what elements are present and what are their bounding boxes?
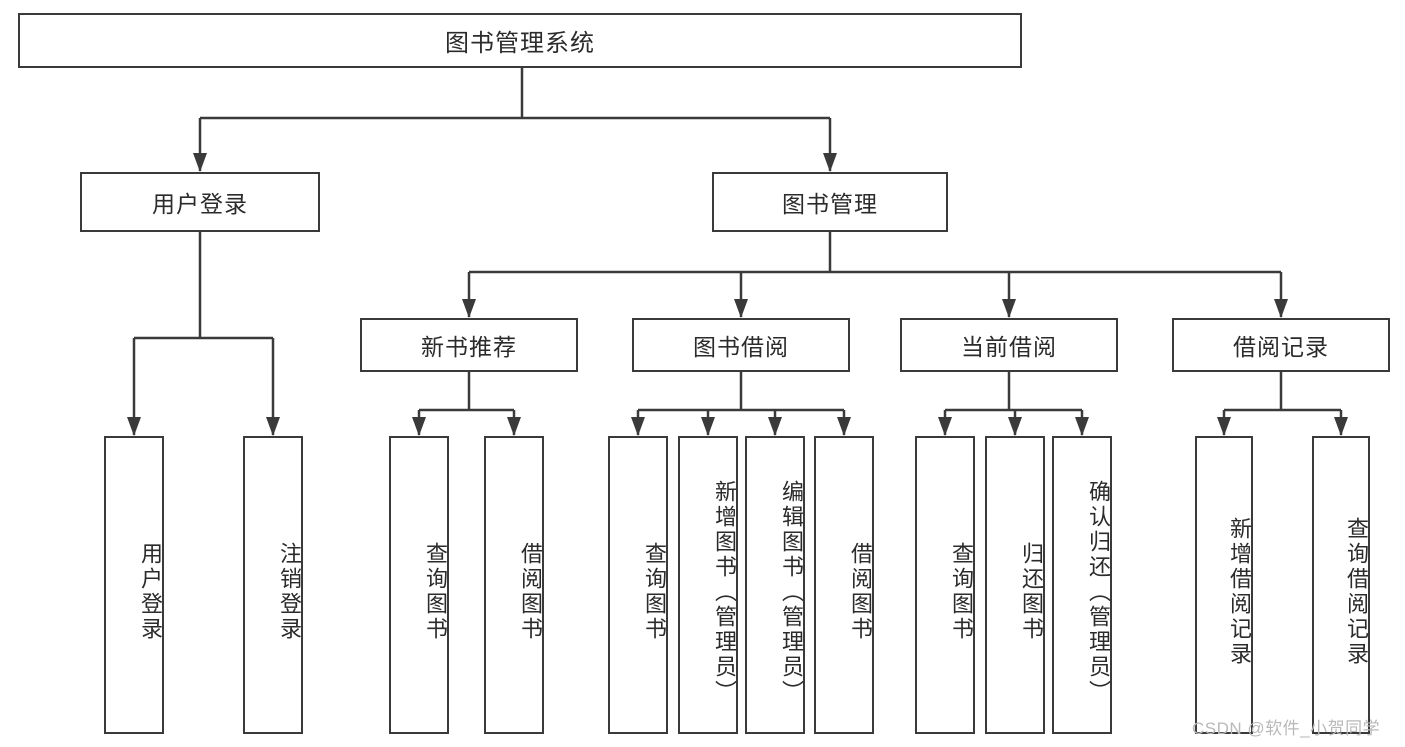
node-label: 借阅图书 — [848, 542, 873, 642]
node-label: 图书管理 — [782, 191, 878, 217]
node-label: 用户登录 — [152, 191, 248, 217]
arrow-head-l1-book-mgmt — [823, 153, 837, 172]
node-leaf-return-book[interactable]: 归还图书 — [985, 436, 1045, 734]
arrow-head-l2-new-book-rec — [462, 299, 476, 318]
arrow-head-l2-current-borrow — [1002, 299, 1016, 318]
node-label: 查询图书 — [423, 542, 448, 642]
node-label: 新增图书（管理员） — [712, 479, 737, 705]
arrow-head-leaf-add-record — [1217, 417, 1231, 436]
node-l1-user-login[interactable]: 用户登录 — [80, 172, 320, 232]
node-label: 新书推荐 — [421, 334, 517, 360]
node-l2-new-book-rec[interactable]: 新书推荐 — [360, 318, 578, 372]
node-label: 用户登录 — [138, 542, 163, 642]
node-leaf-borrow-book-b[interactable]: 借阅图书 — [814, 436, 874, 734]
arrow-head-l1-user-login — [193, 153, 207, 172]
node-leaf-query-book-b[interactable]: 查询图书 — [608, 436, 668, 734]
watermark-text: CSDN @软件_小贺同学 — [1192, 719, 1381, 738]
node-leaf-edit-book[interactable]: 编辑图书（管理员） — [745, 436, 805, 734]
node-root[interactable]: 图书管理系统 — [18, 13, 1022, 68]
node-leaf-query-record[interactable]: 查询借阅记录 — [1312, 436, 1370, 734]
node-l1-book-mgmt[interactable]: 图书管理 — [712, 172, 948, 232]
arrow-head-leaf-add-book — [701, 417, 715, 436]
node-leaf-borrow-book-a[interactable]: 借阅图书 — [484, 436, 544, 734]
node-leaf-query-book-c[interactable]: 查询图书 — [915, 436, 975, 734]
node-l2-borrow-record[interactable]: 借阅记录 — [1172, 318, 1390, 372]
node-label: 新增借阅记录 — [1227, 517, 1252, 667]
node-leaf-confirm-return[interactable]: 确认归还（管理员） — [1052, 436, 1112, 734]
node-label: 借阅图书 — [518, 542, 543, 642]
arrow-head-leaf-user-login — [127, 417, 141, 436]
node-leaf-add-record[interactable]: 新增借阅记录 — [1195, 436, 1253, 734]
node-label: 查询图书 — [642, 542, 667, 642]
node-label: 借阅记录 — [1233, 334, 1329, 360]
arrow-head-leaf-query-book-b — [631, 417, 645, 436]
arrow-head-leaf-borrow-book-a — [507, 417, 521, 436]
node-leaf-add-book[interactable]: 新增图书（管理员） — [678, 436, 738, 734]
node-label: 当前借阅 — [961, 334, 1057, 360]
arrow-head-l2-book-borrow — [734, 299, 748, 318]
arrow-head-leaf-query-book-a — [412, 417, 426, 436]
arrow-head-leaf-edit-book — [768, 417, 782, 436]
node-l2-current-borrow[interactable]: 当前借阅 — [900, 318, 1118, 372]
node-l2-book-borrow[interactable]: 图书借阅 — [632, 318, 850, 372]
node-label: 查询借阅记录 — [1344, 517, 1369, 667]
node-label: 注销登录 — [277, 542, 302, 642]
node-label: 确认归还（管理员） — [1086, 479, 1111, 705]
arrow-head-l2-borrow-record — [1274, 299, 1288, 318]
node-label: 编辑图书（管理员） — [779, 479, 804, 705]
node-label: 查询图书 — [949, 542, 974, 642]
arrow-head-leaf-borrow-book-b — [837, 417, 851, 436]
node-leaf-logout[interactable]: 注销登录 — [243, 436, 303, 734]
node-label: 归还图书 — [1019, 542, 1044, 642]
node-label: 图书管理系统 — [445, 30, 595, 57]
arrow-head-leaf-confirm-return — [1075, 417, 1089, 436]
node-leaf-user-login[interactable]: 用户登录 — [104, 436, 164, 734]
node-label: 图书借阅 — [693, 334, 789, 360]
arrow-head-leaf-logout — [266, 417, 280, 436]
node-leaf-query-book-a[interactable]: 查询图书 — [389, 436, 449, 734]
arrow-head-leaf-query-record — [1334, 417, 1348, 436]
arrow-head-leaf-return-book — [1008, 417, 1022, 436]
arrow-head-leaf-query-book-c — [938, 417, 952, 436]
